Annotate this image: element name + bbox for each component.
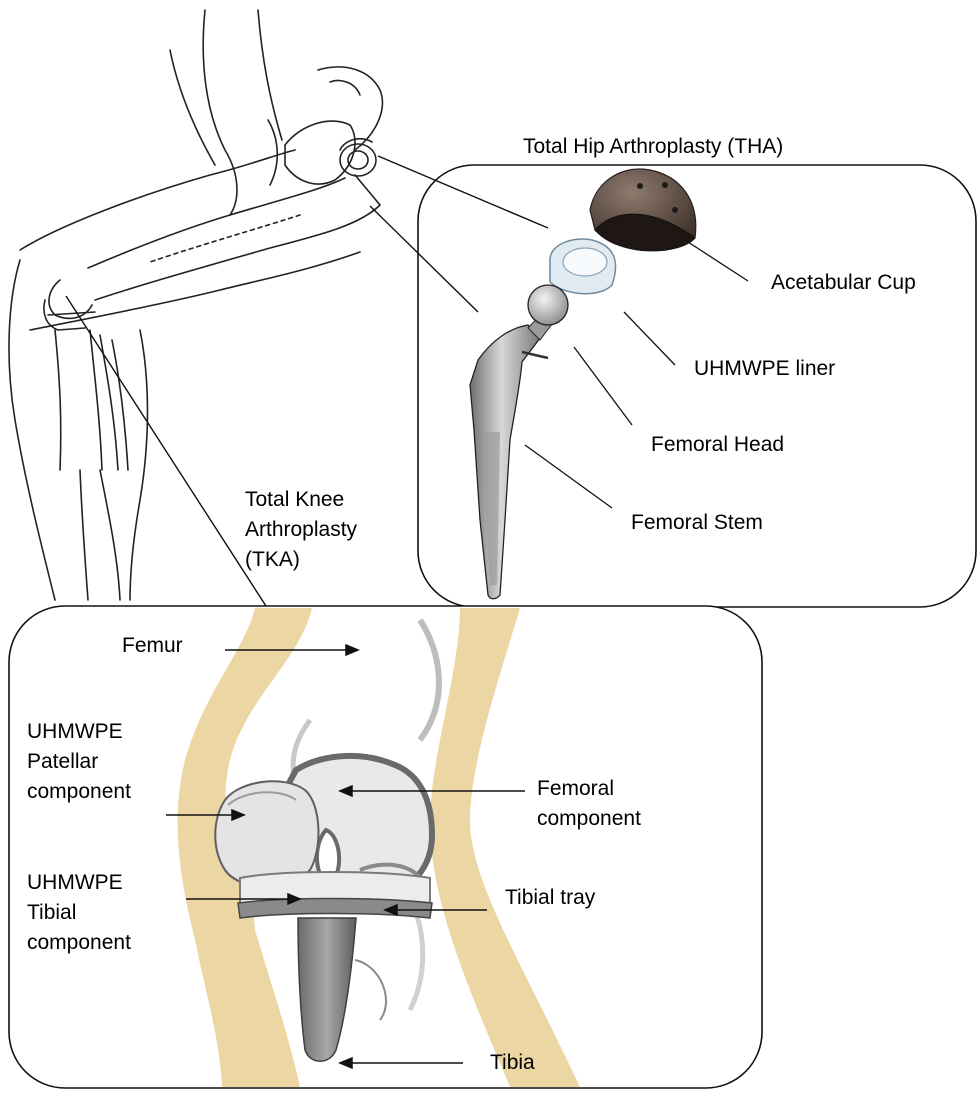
uhmwpe-liner-shape (550, 239, 616, 294)
label-femoral-component: Femoral component (537, 774, 641, 834)
label-uhmwpe-liner: UHMWPE liner (694, 354, 835, 384)
label-tibial-component: UHMWPE Tibial component (27, 868, 131, 958)
tka-title: Total Knee Arthroplasty (TKA) (245, 485, 357, 575)
tha-title: Total Hip Arthroplasty (THA) (523, 132, 783, 162)
label-femoral-stem: Femoral Stem (631, 508, 763, 538)
label-acetabular-cup: Acetabular Cup (771, 268, 916, 298)
label-tibial-tray: Tibial tray (505, 883, 595, 913)
label-tibia: Tibia (490, 1048, 535, 1078)
label-femoral-head: Femoral Head (651, 430, 784, 460)
label-femur: Femur (122, 631, 183, 661)
connector-knee-tka (66, 296, 266, 606)
label-patellar-component: UHMWPE Patellar component (27, 717, 131, 807)
